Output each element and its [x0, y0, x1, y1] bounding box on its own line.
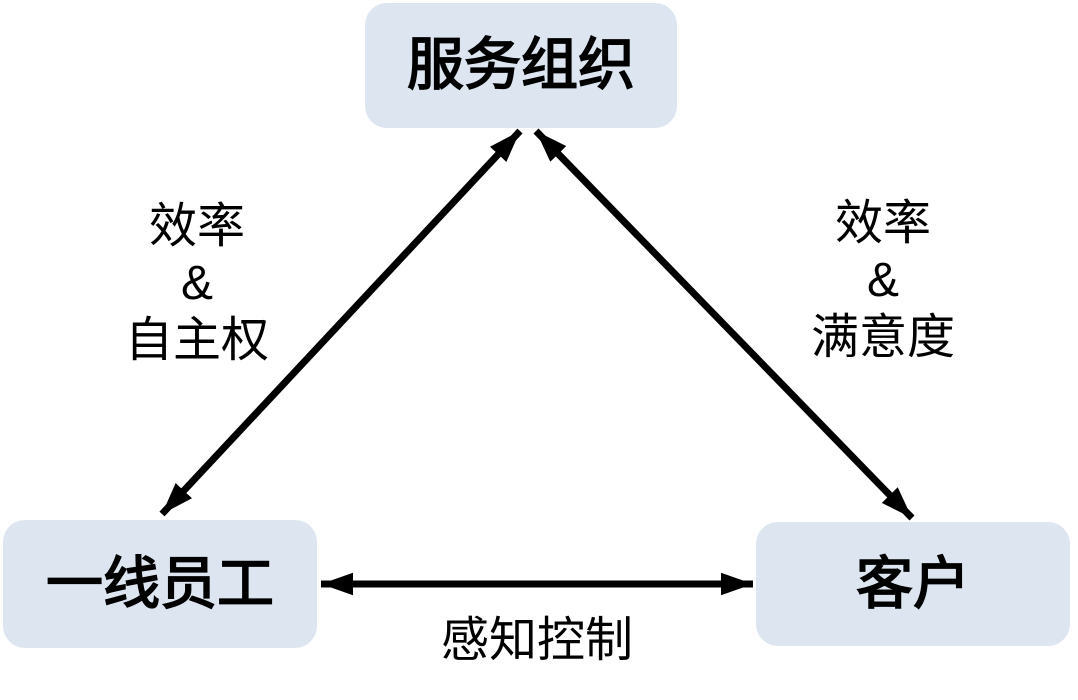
node-service-organization: 服务组织 [365, 3, 677, 128]
node-frontline-employees: 一线员工 [3, 520, 317, 648]
node-frontline-employees-label: 一线员工 [46, 551, 274, 616]
node-customers-label: 客户 [856, 551, 970, 616]
edge-label-line: & [866, 254, 899, 307]
edge-label-line: & [180, 257, 213, 310]
edge-label-line: 自主权 [124, 314, 269, 367]
edge-label-line: 满意度 [810, 311, 955, 364]
edge-label-efficiency-autonomy: 效率 & 自主权 [57, 198, 337, 369]
arrow-organization-customers [533, 128, 915, 521]
edge-label-line: 效率 [148, 200, 245, 253]
edge-label-line: 效率 [834, 197, 931, 250]
node-service-organization-label: 服务组织 [407, 33, 635, 97]
arrow-frontline-organization [159, 128, 523, 517]
edge-label-line: 感知控制 [440, 614, 633, 667]
node-customers: 客户 [756, 522, 1070, 646]
edge-label-perceived-control: 感知控制 [397, 612, 677, 669]
edge-label-efficiency-satisfaction: 效率 & 满意度 [743, 195, 1023, 366]
